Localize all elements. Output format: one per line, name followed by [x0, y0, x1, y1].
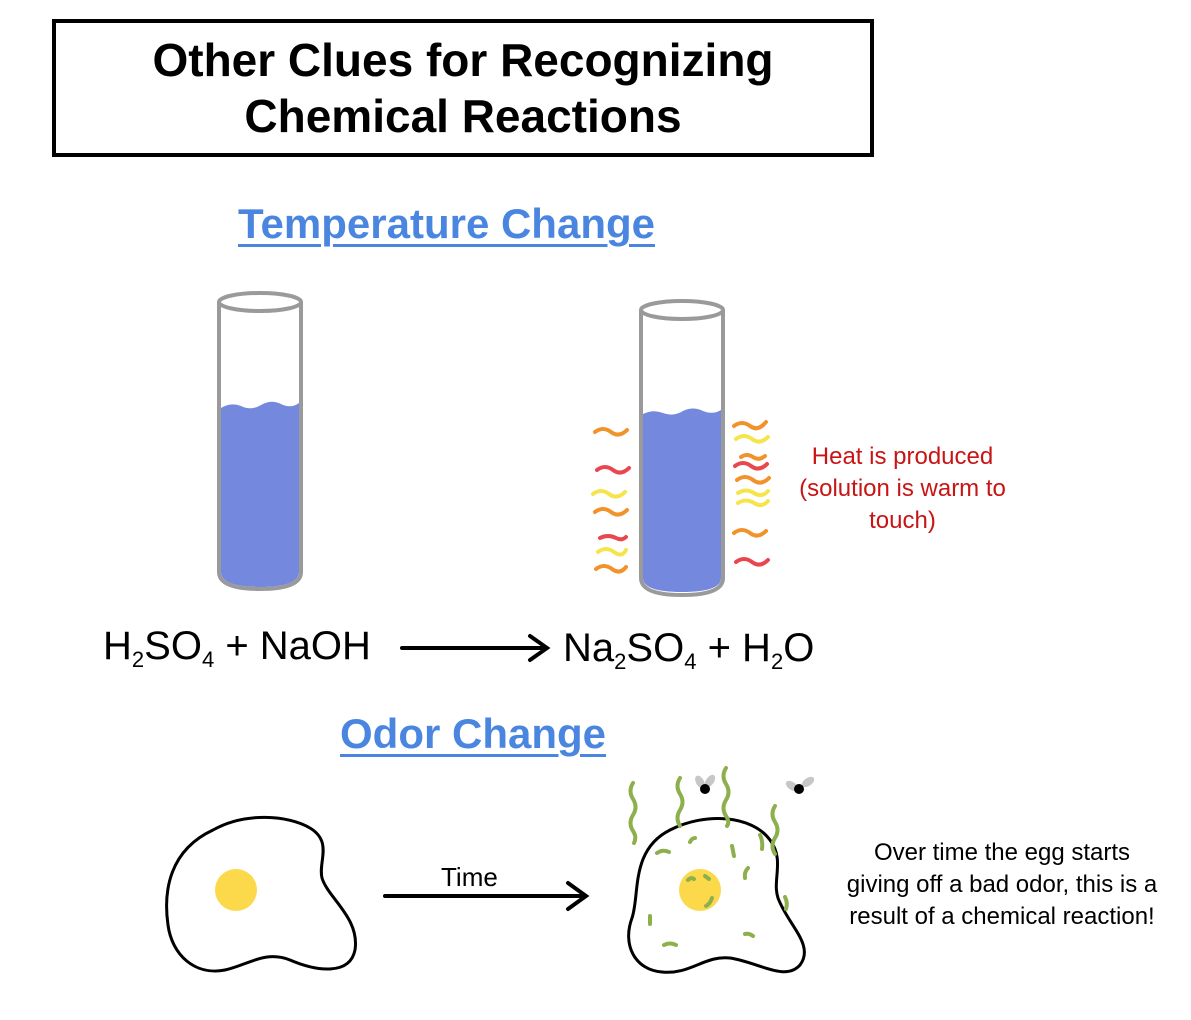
liquid-after: [643, 408, 721, 592]
fly-2: [785, 776, 815, 794]
egg-white-fresh: [165, 815, 357, 973]
heat-waves-right: [732, 420, 771, 567]
tube-rim-before: [217, 291, 303, 313]
reactant-2: NaOH: [259, 624, 371, 668]
test-tube-after: [639, 299, 725, 598]
rotten-egg: [627, 817, 806, 974]
fresh-egg: [165, 815, 357, 973]
test-tube-before: [217, 291, 303, 592]
heat-waves-left: [591, 427, 631, 574]
odor-change-heading: Odor Change: [340, 710, 607, 757]
mold-spots: [648, 833, 789, 947]
equation-products: Na2SO4 + H2O: [563, 624, 815, 674]
fly-1: [695, 774, 716, 794]
temperature-change-heading: Temperature Change: [238, 200, 655, 247]
title-line-2: Chemical Reactions: [244, 90, 682, 142]
plus-sign-1: +: [225, 624, 249, 668]
reactant-1: H2SO4: [103, 624, 215, 672]
title-box: Other Clues for Recognizing Chemical Rea…: [52, 19, 874, 157]
product-2: H2O: [742, 626, 815, 674]
odor-note: Over time the egg starts giving off a ba…: [846, 839, 1158, 930]
product-1: Na2SO4: [563, 626, 697, 674]
liquid-before: [221, 401, 299, 587]
egg-yolk-rotten: [679, 869, 721, 911]
tube-rim-after: [639, 299, 725, 321]
egg-yolk-fresh: [215, 869, 257, 911]
reaction-arrow: [400, 634, 551, 662]
time-arrow: [383, 881, 590, 911]
plus-sign-2: +: [707, 626, 731, 670]
equation-reactants: H2SO4 + NaOH: [103, 622, 371, 672]
page-title: Other Clues for Recognizing Chemical Rea…: [152, 32, 773, 144]
tube-outline-before: [217, 302, 303, 592]
time-label: Time: [441, 862, 498, 892]
title-line-1: Other Clues for Recognizing: [152, 34, 774, 86]
tube-outline-after: [639, 310, 725, 598]
odor-lines: [628, 766, 780, 856]
heat-produced-note: Heat is produced (solution is warm to to…: [799, 443, 1006, 534]
